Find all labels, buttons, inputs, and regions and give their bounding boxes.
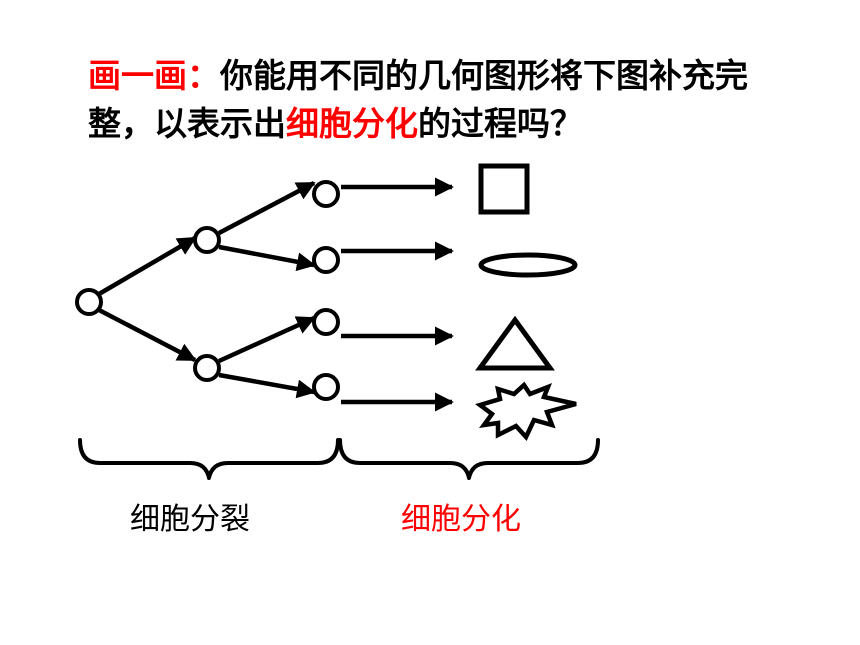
arrow-gen1-bottom-to-gen2-4 (218, 372, 316, 399)
cell-gen2-1 (312, 180, 340, 208)
cell-gen2-3 (312, 308, 340, 336)
prompt-lead: 画一画： (88, 56, 220, 95)
arrow-root-to-gen1-bottom (97, 308, 197, 362)
cell-gen2-2 (312, 246, 340, 274)
arrow-root-to-gen1-top (97, 236, 197, 296)
cell-root (75, 288, 103, 316)
ellipse-icon (478, 252, 578, 278)
cell-gen1-top (193, 226, 221, 254)
prompt-body-2: 的过程吗？ (418, 104, 583, 143)
prompt-highlight: 细胞分化 (286, 104, 418, 143)
cell-gen2-4 (312, 373, 340, 401)
differentiation-brace (338, 438, 600, 480)
label-cell-differentiation: 细胞分化 (401, 502, 521, 537)
cell-gen1-bottom (193, 354, 221, 382)
prompt-body-1: 你能用不同的几何图形将下图补充完整，以表示出 (88, 56, 748, 143)
starburst-icon (475, 381, 577, 442)
arrow-gen1-bottom-to-gen2-3 (218, 315, 316, 364)
arrow-gen1-top-to-gen2-2 (218, 244, 316, 272)
prompt-text: 画一画：你能用不同的几何图形将下图补充完整，以表示出细胞分化的过程吗？ (88, 52, 808, 148)
division-brace (78, 438, 340, 480)
label-cell-division: 细胞分裂 (130, 502, 250, 537)
arrow-gen1-top-to-gen2-1 (217, 181, 316, 235)
triangle-icon (475, 315, 555, 371)
square-icon (478, 163, 530, 215)
